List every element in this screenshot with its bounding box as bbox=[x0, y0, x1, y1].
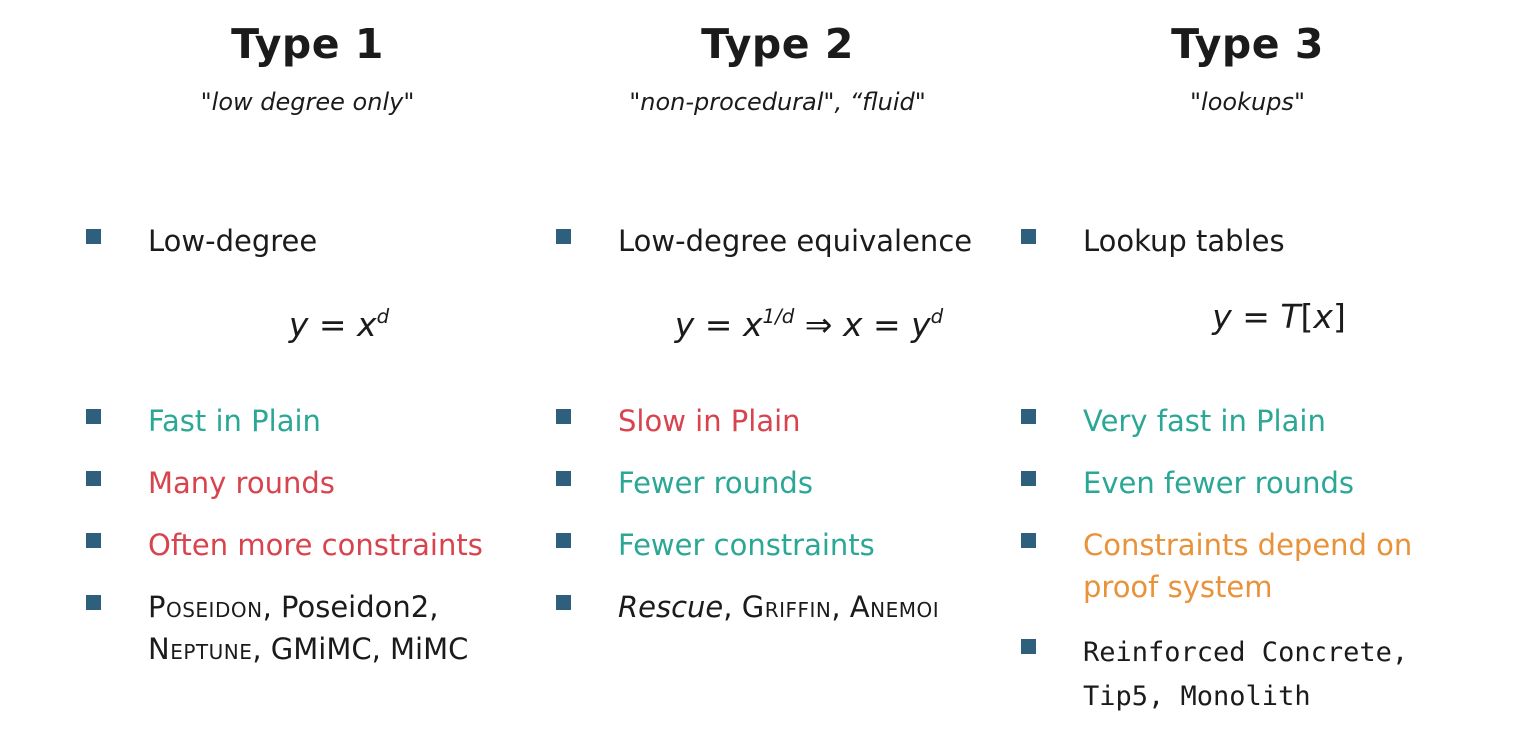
list-item-text: Fewer constraints bbox=[618, 528, 875, 562]
list-item-text: Lookup tables bbox=[1083, 224, 1285, 258]
column-type1: Type 1 "low degree only" Low-degree y = … bbox=[85, 0, 530, 738]
list-item: Often more constraints bbox=[85, 524, 530, 566]
column-type3: Type 3 "lookups" Lookup tables y = T[x] … bbox=[1020, 0, 1475, 738]
column-subtitle: "lookups" bbox=[1190, 88, 1305, 116]
bullet-square-icon bbox=[1021, 229, 1036, 244]
formula: y = x1/d ⇒ x = yd bbox=[674, 304, 944, 344]
list-item: Fewer rounds bbox=[555, 462, 1000, 504]
bullet-square-icon bbox=[86, 229, 101, 244]
list-item: Lookup tables bbox=[1020, 220, 1475, 262]
bullet-square-icon bbox=[1021, 409, 1036, 424]
list-item-text: Fast in Plain bbox=[148, 404, 321, 438]
bullet-square-icon bbox=[86, 471, 101, 486]
bullet-square-icon bbox=[86, 595, 101, 610]
bullet-square-icon bbox=[1021, 639, 1036, 654]
bullet-square-icon bbox=[1021, 533, 1036, 548]
formula: y = xd bbox=[288, 304, 390, 344]
hash-names-text: Reinforced Concrete,Tip5, Monolith bbox=[1083, 637, 1409, 712]
list-item-text: Many rounds bbox=[148, 466, 335, 500]
list-item-text: Slow in Plain bbox=[618, 404, 801, 438]
list-item: Even fewer rounds bbox=[1020, 462, 1475, 504]
column-title: Type 1 bbox=[231, 20, 384, 68]
bullet-square-icon bbox=[556, 595, 571, 610]
column-type2: Type 2 "non-procedural", “fluid" Low-deg… bbox=[555, 0, 1000, 738]
column-subtitle: "non-procedural", “fluid" bbox=[629, 88, 926, 116]
list-item: Fewer constraints bbox=[555, 524, 1000, 566]
bullet-square-icon bbox=[556, 471, 571, 486]
hash-names-text: Poseidon, Poseidon2,Neptune, GMiMC, MiMC bbox=[148, 590, 469, 666]
list-item-hash-names: Poseidon, Poseidon2,Neptune, GMiMC, MiMC bbox=[85, 586, 530, 670]
bullet-square-icon bbox=[556, 409, 571, 424]
list-item-text: Fewer rounds bbox=[618, 466, 813, 500]
list-item: Very fast in Plain bbox=[1020, 400, 1475, 442]
formula: y = T[x] bbox=[1212, 297, 1346, 336]
list-item: Low-degree bbox=[85, 220, 530, 262]
bullet-square-icon bbox=[556, 229, 571, 244]
bullet-square-icon bbox=[86, 409, 101, 424]
list-item: Constraints depend on proof system bbox=[1020, 524, 1475, 608]
list-item-text: Even fewer rounds bbox=[1083, 466, 1354, 500]
bullet-square-icon bbox=[556, 533, 571, 548]
list-item-text: Low-degree bbox=[148, 224, 318, 258]
bullet-square-icon bbox=[1021, 471, 1036, 486]
list-item-text: Low-degree equivalence bbox=[618, 224, 973, 258]
list-item: Fast in Plain bbox=[85, 400, 530, 442]
list-item: Many rounds bbox=[85, 462, 530, 504]
column-subtitle: "low degree only" bbox=[200, 88, 415, 116]
list-item-hash-names: Rescue, Griffin, Anemoi bbox=[555, 586, 1000, 628]
list-item-text: Often more constraints bbox=[148, 528, 483, 562]
list-item-text: Very fast in Plain bbox=[1083, 404, 1326, 438]
list-item-hash-names: Reinforced Concrete,Tip5, Monolith bbox=[1020, 630, 1475, 718]
list-item: Low-degree equivalence bbox=[555, 220, 1000, 262]
list-item-text: Constraints depend on proof system bbox=[1083, 528, 1413, 604]
hash-names-text: Rescue, Griffin, Anemoi bbox=[618, 590, 940, 624]
column-title: Type 3 bbox=[1171, 20, 1324, 68]
list-item: Slow in Plain bbox=[555, 400, 1000, 442]
bullet-square-icon bbox=[86, 533, 101, 548]
column-title: Type 2 bbox=[701, 20, 854, 68]
